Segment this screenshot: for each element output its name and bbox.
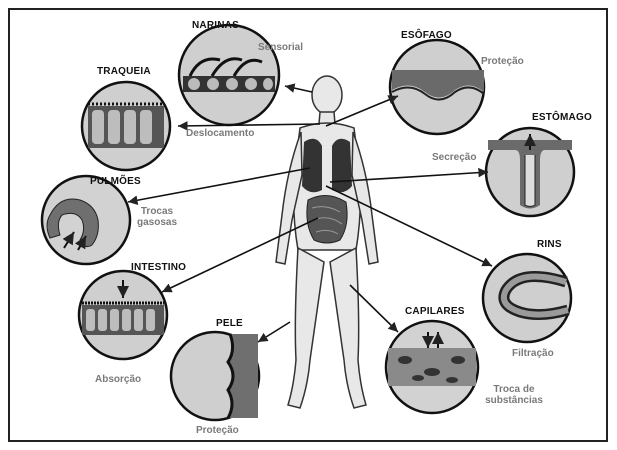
- pele-illustration: [171, 332, 259, 420]
- pulmoes-illustration: [42, 176, 130, 264]
- rins-title: RINS: [537, 239, 562, 250]
- capilares-illustration: [386, 321, 478, 413]
- narinas-title: NARINAS: [192, 20, 239, 31]
- esofago-illustration: [390, 40, 484, 134]
- estomago-title: ESTÔMAGO: [532, 112, 592, 123]
- narinas-function: Sensorial: [258, 42, 303, 53]
- capilares-function-line1: Troca de: [474, 384, 554, 395]
- narinas-illustration: [179, 25, 279, 125]
- esofago-title: ESÔFAGO: [401, 30, 452, 41]
- rins-function: Filtração: [512, 348, 554, 359]
- traqueia-illustration: [82, 82, 170, 170]
- pulmoes-function: Trocas gasosas: [132, 206, 182, 228]
- capilares-title: CAPILARES: [405, 306, 465, 317]
- traqueia-title: TRAQUEIA: [97, 66, 151, 77]
- pulmoes-function-line2: gasosas: [132, 217, 182, 228]
- capilares-function: Troca de substâncias: [474, 384, 554, 406]
- pulmoes-function-line1: Trocas: [132, 206, 182, 217]
- intestine-silhouette: [307, 195, 347, 243]
- pele-function: Proteção: [196, 425, 239, 436]
- traqueia-function: Deslocamento: [186, 128, 254, 139]
- esofago-function: Proteção: [481, 56, 524, 67]
- pele-title: PELE: [216, 318, 243, 329]
- intestino-function: Absorção: [95, 374, 141, 385]
- estomago-function: Secreção: [432, 152, 476, 163]
- pulmoes-title: PULMÕES: [90, 176, 141, 187]
- estomago-illustration: [486, 128, 574, 216]
- rins-illustration: [483, 254, 571, 342]
- intestino-title: INTESTINO: [131, 262, 186, 273]
- intestino-illustration: [79, 271, 167, 359]
- capilares-function-line2: substâncias: [474, 395, 554, 406]
